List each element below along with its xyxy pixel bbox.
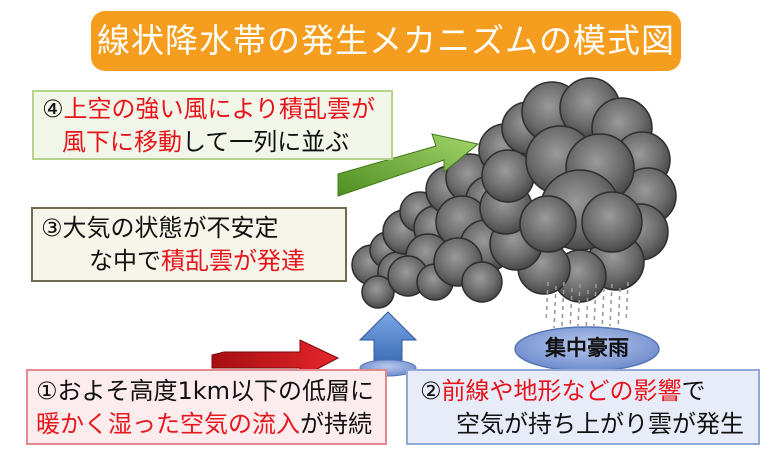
step4-box: ④上空の強い風により積乱雲が 風下に移動して一列に並ぶ: [32, 90, 393, 160]
step3-line2-red: 積乱雲が発達: [161, 247, 305, 275]
cumulonimbus-clouds: [351, 77, 677, 309]
step1-line1: ①およそ高度1km以下の低層に: [36, 377, 375, 405]
step2-box: ②前線や地形などの影響で 空気が持ち上がり雲が発生: [406, 369, 760, 445]
step3-box: ③大気の状態が不安定 な中で積乱雲が発達: [31, 207, 347, 282]
step2-line1-red: 前線や地形などの影響: [441, 377, 682, 405]
title-banner: 線状降水帯の発生メカニズムの模式図: [91, 11, 681, 71]
red-arrow: [211, 339, 340, 379]
step4-line2-red: 風下に移動: [62, 128, 182, 156]
step1-line2-red: 暖かく湿った空気の流入: [36, 410, 300, 438]
green-arrow: [337, 133, 480, 197]
step2-line2: 空気が持ち上がり雲が発生: [456, 410, 744, 438]
step2-line1: ②前線や地形などの影響で: [420, 375, 758, 408]
step4-line1-text: 上空の強い風により積乱雲が: [63, 95, 376, 123]
step2-number: ②: [420, 377, 442, 405]
step3-line2: な中で積乱雲が発達: [41, 245, 345, 278]
rain-lines: [545, 281, 629, 333]
step1-line2-black: が持続: [300, 410, 372, 438]
step4-line2-black: して一列に並ぶ: [182, 128, 350, 156]
heavy-rain-label: 集中豪雨: [545, 336, 629, 360]
step1-box: ①およそ高度1km以下の低層に 暖かく湿った空気の流入が持続: [26, 369, 387, 445]
title-text: 線状降水帯の発生メカニズムの模式図: [97, 21, 675, 60]
step3-line2-black: な中で: [89, 247, 161, 275]
cloud-4: [478, 77, 677, 303]
step4-number: ④: [42, 95, 64, 123]
step3-line1: ③大気の状態が不安定: [41, 214, 279, 242]
step2-line1-black: で: [681, 377, 706, 405]
step4-line1: ④上空の強い風により積乱雲が: [42, 93, 391, 126]
blue-up-arrow: [358, 311, 418, 377]
step4-line2: 風下に移動して一列に並ぶ: [42, 126, 391, 159]
step1-line2: 暖かく湿った空気の流入が持続: [36, 408, 385, 441]
